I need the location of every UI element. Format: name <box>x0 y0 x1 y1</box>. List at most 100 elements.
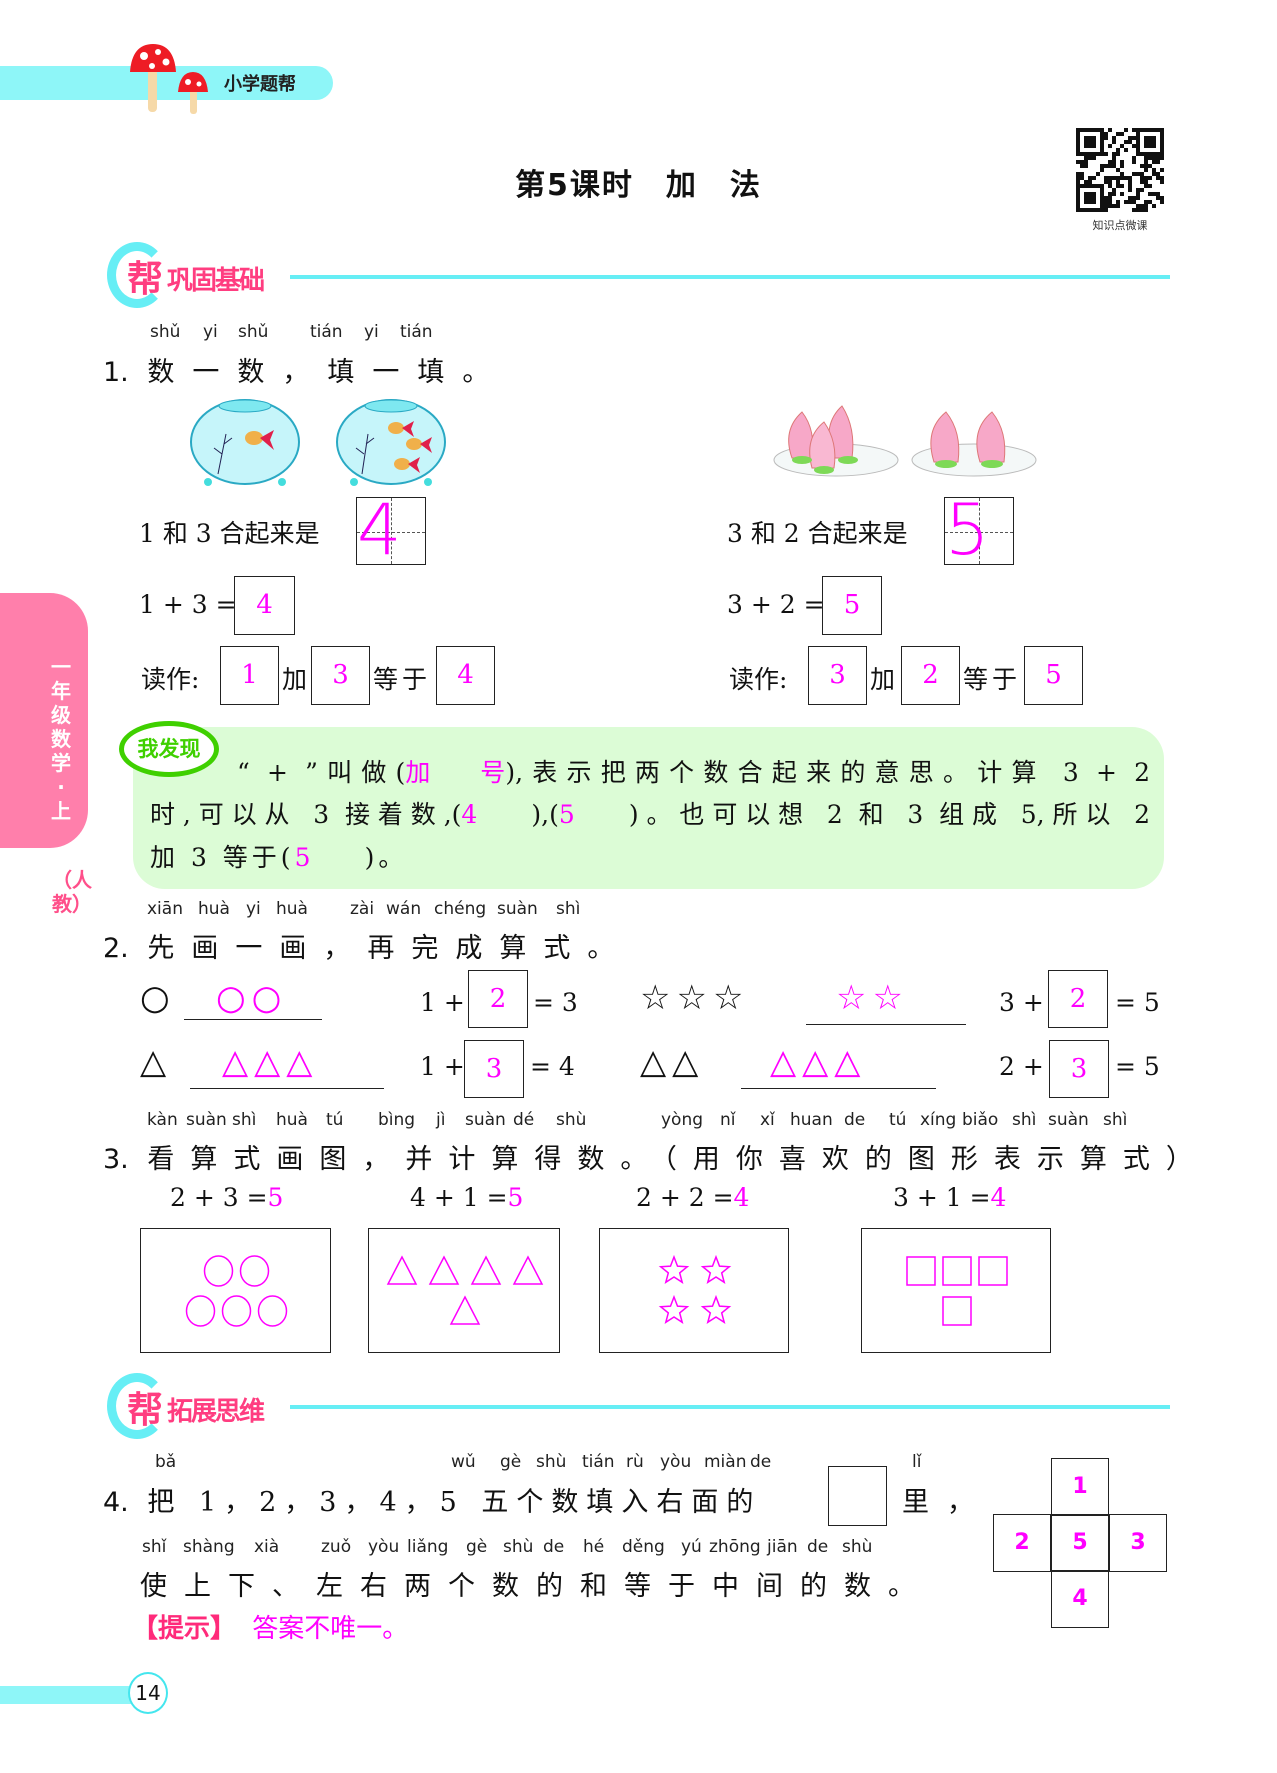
q2-drawn-shapes: ○○ <box>216 978 288 1018</box>
pinyin-syllable: shǐ <box>142 1537 167 1557</box>
q3-equation-answer[interactable]: 5 <box>507 1183 524 1212</box>
q3-drawing-box[interactable] <box>861 1228 1051 1353</box>
discover-answer-count-2[interactable]: 5 <box>558 800 575 829</box>
section-divider <box>290 275 1170 279</box>
q1-right-read-answer-2[interactable]: 2 <box>901 646 960 705</box>
q3-drawing <box>906 1256 1008 1326</box>
plate-two-peaches-image <box>911 411 1037 477</box>
pinyin-syllable: yòng <box>661 1110 704 1130</box>
q2-given-shapes: △ <box>140 1042 173 1082</box>
q1-right-equation-answer[interactable]: 5 <box>822 576 882 635</box>
q1-left-equation-answer[interactable]: 4 <box>234 576 295 635</box>
q4-grid-bottom[interactable]: 4 <box>1051 1570 1109 1628</box>
pinyin-syllable: jì <box>436 1110 446 1130</box>
q1-right-read-answer-3[interactable]: 5 <box>1024 646 1083 705</box>
side-tab: 一年级数学·上 <box>0 593 88 848</box>
q4-grid-left[interactable]: 2 <box>993 1514 1051 1572</box>
discover-line-1: “ + ”叫做(加号),表示把两个数合起来的意思。计算 3 + 2 <box>237 753 1150 789</box>
q3-equation-text: 2 + 2 = <box>636 1183 734 1212</box>
pinyin-syllable: tián <box>582 1452 615 1472</box>
q1-left-read-answer-2[interactable]: 3 <box>311 646 370 705</box>
pinyin-syllable: chéng <box>434 899 487 919</box>
q2-answer-box[interactable]: 2 <box>468 970 528 1028</box>
q2-equation-suffix: = 4 <box>530 1052 575 1081</box>
pinyin-syllable: biǎo <box>962 1110 999 1130</box>
q2-answer-box[interactable]: 2 <box>1048 970 1108 1028</box>
section-ring-icon <box>107 1373 167 1439</box>
q3-equation-answer[interactable]: 4 <box>990 1183 1007 1212</box>
page-title: 第5课时 加 法 <box>515 168 762 203</box>
q3-drawn-triangle <box>449 1295 481 1325</box>
q3-drawn-circle <box>203 1255 234 1287</box>
q1-left-combine-answer-box[interactable]: 4 <box>356 490 426 570</box>
pinyin-syllable: xiān <box>147 899 183 919</box>
q2-number: 2. <box>103 933 129 964</box>
discover-answer-sum[interactable]: 5 <box>294 843 315 872</box>
q3-drawn-square <box>978 1256 1008 1286</box>
q1-right-combine-answer: 5 <box>945 489 990 571</box>
pinyin-syllable: huà <box>276 899 308 919</box>
discover-panel <box>133 727 1164 889</box>
q4-hint-label: 【提示】 <box>132 1614 237 1644</box>
pinyin-syllable: huà <box>276 1110 308 1130</box>
q3-drawing-box[interactable] <box>599 1228 789 1353</box>
q2-answer-line[interactable] <box>806 1024 966 1025</box>
q3-drawn-triangle <box>428 1255 460 1285</box>
discover-text: ),( <box>531 800 559 829</box>
q1-right-read-label: 读作: <box>729 665 788 694</box>
pinyin-syllable: bǎ <box>155 1452 177 1472</box>
q4-number: 4. <box>103 1487 129 1518</box>
page-number: 14 <box>128 1672 168 1714</box>
q1-right-read-answer-1[interactable]: 3 <box>808 646 867 705</box>
q2-answer-box[interactable]: 3 <box>464 1040 524 1098</box>
q3-drawn-star <box>700 1294 732 1324</box>
pinyin-syllable: shù <box>503 1537 534 1557</box>
q1-left-equation: 1 + 3 = <box>139 590 237 619</box>
q3-drawn-square <box>906 1256 936 1286</box>
q2-equation-prefix: 1 + <box>420 1052 465 1081</box>
q2-equation-suffix: = 3 <box>533 988 578 1017</box>
q2-drawn-shapes: △△△ <box>770 1042 867 1082</box>
pinyin-syllable: zhōng <box>709 1537 761 1557</box>
discover-answer-plus-sign[interactable]: 加号 <box>405 758 506 787</box>
pinyin-syllable: rù <box>626 1452 644 1472</box>
q4-grid-center[interactable]: 5 <box>1051 1514 1109 1572</box>
pinyin-syllable: dé <box>513 1110 535 1130</box>
q2-answer-box[interactable]: 3 <box>1049 1040 1109 1098</box>
q4-prompt-line-2: 使上下、左右两个数的和等于中间的数。 <box>140 1571 932 1602</box>
q3-drawing-box[interactable] <box>368 1228 560 1353</box>
q1-left-read-label: 读作: <box>141 665 200 694</box>
pinyin-syllable: de <box>844 1110 866 1130</box>
q1-left-read-answer-1[interactable]: 1 <box>220 646 279 705</box>
pinyin-syllable: tián <box>310 322 343 342</box>
q2-equation-prefix: 1 + <box>420 988 465 1017</box>
pinyin-syllable: huan <box>790 1110 833 1130</box>
q2-text: 先画一画，再完成算式。 <box>147 933 632 964</box>
q2-answer-line[interactable] <box>190 1088 384 1089</box>
discover-text: )。 <box>364 843 408 872</box>
qr-code-icon[interactable] <box>1076 128 1164 212</box>
q3-drawing-box[interactable] <box>140 1228 331 1353</box>
q2-answer-line[interactable] <box>741 1088 936 1089</box>
q3-equation-answer[interactable]: 5 <box>267 1183 284 1212</box>
q4-blank-box-sample <box>828 1466 887 1526</box>
q3-drawn-circle <box>239 1255 270 1287</box>
pinyin-syllable: wán <box>386 899 422 919</box>
q2-answer-line[interactable] <box>184 1019 322 1020</box>
q1-right-combine-answer-box[interactable]: 5 <box>944 490 1014 570</box>
discover-text: 加 3 等于( <box>150 843 295 872</box>
discover-answer-count-1[interactable]: 4 <box>461 800 478 829</box>
q2-given-shapes: ○ <box>140 978 176 1018</box>
q4-grid-top[interactable]: 1 <box>1051 1458 1109 1516</box>
q2-equation-prefix: 3 + <box>999 988 1044 1017</box>
pinyin-syllable: de <box>807 1537 829 1557</box>
q2-drawn-shapes: ☆☆ <box>836 978 909 1018</box>
q1-left-read-answer-3[interactable]: 4 <box>436 646 495 705</box>
q3-equation-answer[interactable]: 4 <box>733 1183 750 1212</box>
q3-equation-text: 4 + 1 = <box>410 1183 508 1212</box>
pinyin-syllable: yòu <box>368 1537 400 1557</box>
q4-grid-right[interactable]: 3 <box>1109 1514 1167 1572</box>
pinyin-syllable: zài <box>350 899 375 919</box>
q3-equation: 4 + 1 =5 <box>410 1183 523 1212</box>
q1-text: 数一数，填一填。 <box>147 357 508 388</box>
